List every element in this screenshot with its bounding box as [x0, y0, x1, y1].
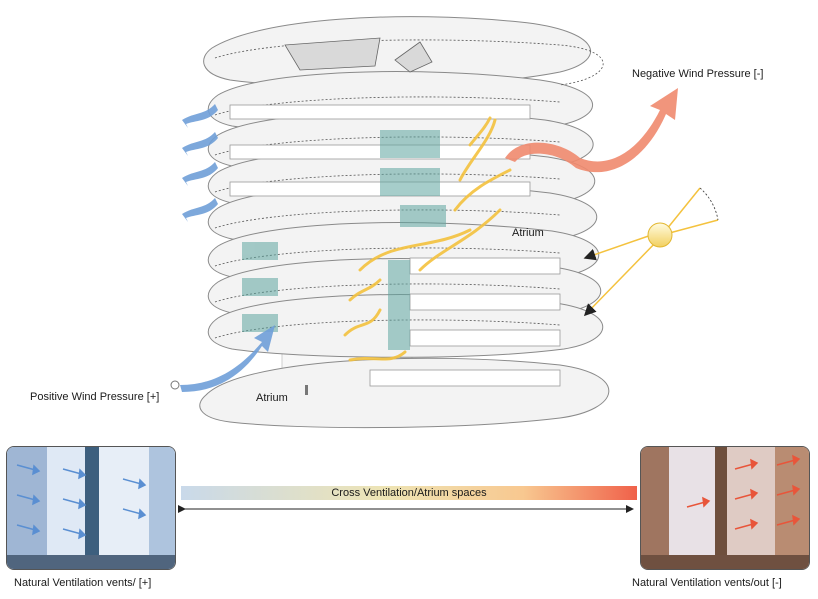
vents-out-label: Natural Ventilation vents/out [-]: [632, 577, 782, 589]
positive-pressure-label: Positive Wind Pressure [+]: [30, 391, 160, 403]
atrium-lower-label: Atrium: [256, 392, 288, 404]
positive-pressure-arrow: [180, 325, 275, 392]
wind-in-arrows: [180, 104, 275, 392]
roof-structure: [284, 37, 433, 73]
wind-arrow-icon: [182, 132, 218, 156]
wind-arrow-icon: [182, 104, 218, 128]
glazing: [242, 130, 446, 350]
sun-icon: [647, 222, 673, 248]
air-flow-arrows: [343, 116, 512, 362]
vents-in-label: Natural Ventilation vents/ [+]: [14, 577, 152, 589]
sun-diagram: [583, 187, 719, 317]
vents-out-image: [641, 447, 809, 569]
person-figure-icon: [305, 385, 308, 395]
pressure-marker-icon: [170, 380, 180, 390]
wind-arrow-icon: [182, 198, 218, 222]
cross-ventilation-label: Cross Ventilation/Atrium spaces: [331, 487, 487, 499]
wind-arrow-icon: [182, 162, 218, 186]
vents-in-image: [7, 447, 175, 569]
floor-volumes: [229, 104, 561, 387]
negative-pressure-label: Negative Wind Pressure [-]: [632, 68, 764, 80]
slab-outlines: [214, 39, 604, 339]
negative-pressure-arrow: [505, 88, 678, 173]
vents-in-panel: [6, 446, 176, 570]
vents-out-panel: [640, 446, 810, 570]
atrium-upper-label: Atrium: [512, 227, 544, 239]
cross-ventilation-bar: Cross Ventilation/Atrium spaces: [181, 486, 637, 500]
